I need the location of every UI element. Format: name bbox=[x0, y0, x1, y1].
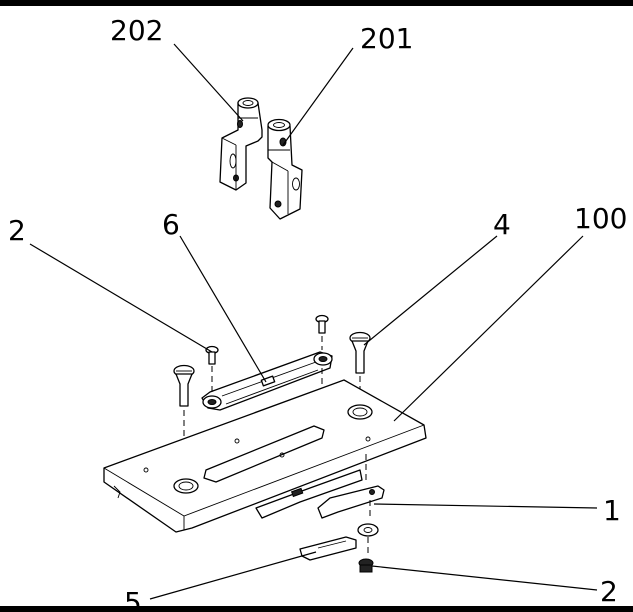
part-100-base-plate bbox=[103, 379, 427, 533]
callout-202: 202 bbox=[110, 14, 163, 47]
leader-6 bbox=[179, 235, 267, 383]
callout-6: 6 bbox=[162, 208, 180, 241]
leader-2-bottom bbox=[371, 565, 598, 591]
leader-2-left bbox=[29, 243, 213, 353]
part-6-slotted-bar bbox=[201, 351, 333, 411]
callout-2-bottom: 2 bbox=[600, 575, 618, 608]
screw-2-small-left bbox=[205, 345, 219, 392]
top-border-bar bbox=[0, 0, 633, 6]
callout-100: 100 bbox=[574, 202, 627, 235]
part-5-blade bbox=[299, 536, 357, 561]
leader-4 bbox=[363, 235, 498, 346]
part-1-spring-lever bbox=[317, 454, 385, 520]
callout-5: 5 bbox=[124, 586, 142, 612]
part-201-bracket bbox=[267, 118, 303, 220]
leader-201 bbox=[282, 47, 354, 146]
washer bbox=[357, 523, 379, 556]
leader-100 bbox=[393, 235, 584, 422]
callout-1: 1 bbox=[603, 494, 621, 527]
callout-201: 201 bbox=[360, 22, 413, 55]
screw-2-bottom bbox=[358, 558, 374, 573]
callout-2-left: 2 bbox=[8, 214, 26, 247]
part-202-bracket bbox=[219, 97, 263, 191]
callout-4: 4 bbox=[493, 208, 511, 241]
screw-4-large-left bbox=[173, 364, 195, 478]
leader-1 bbox=[373, 503, 598, 509]
leader-5 bbox=[149, 551, 317, 600]
leader-202 bbox=[173, 43, 244, 122]
bottom-border-bar bbox=[0, 606, 633, 612]
